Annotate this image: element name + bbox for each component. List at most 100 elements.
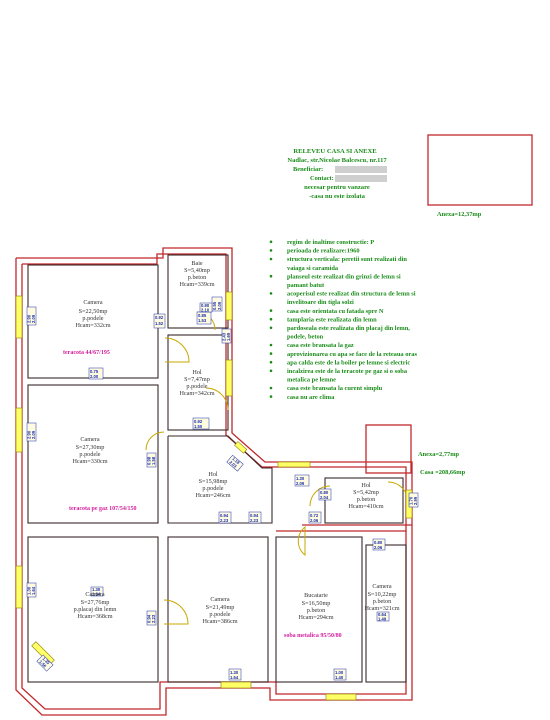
svg-text:Hcam=342cm: Hcam=342cm [179, 390, 214, 397]
stove-label: teracota 44/67/195 [63, 350, 110, 356]
dim-label: 0.921.50 [192, 417, 210, 430]
svg-text:Hcam=321cm: Hcam=321cm [364, 605, 399, 612]
svg-text:0.92: 0.92 [194, 419, 203, 424]
dim-label: 0.722.06 [308, 511, 322, 524]
note-bullet [269, 352, 273, 355]
svg-text:Hcam=410cm: Hcam=410cm [348, 503, 383, 510]
notes-list: regim de inaltime constructie: Pperioada… [269, 239, 417, 401]
room-hol-2: Hol S=15,98mp p.podele Hcam=246cm [195, 471, 230, 499]
svg-text:0.98: 0.98 [147, 456, 152, 465]
note-line: acoperisul este realizat din structura d… [287, 291, 416, 298]
note-line: structura verticala: peretii sunt realiz… [287, 256, 407, 263]
svg-text:1.64: 1.64 [31, 586, 36, 595]
dim-label: 1.001.40 [333, 668, 347, 681]
svg-text:0.90: 0.90 [201, 303, 210, 308]
svg-text:Beneficiar:: Beneficiar: [293, 166, 323, 173]
svg-text:0.55: 0.55 [212, 301, 217, 310]
svg-text:1.64: 1.64 [230, 675, 239, 680]
svg-text:Hcam=332cm: Hcam=332cm [75, 322, 110, 329]
dim-label: 0.851.53 [196, 311, 212, 325]
svg-text:1.58: 1.58 [151, 456, 156, 465]
note-line: casa nu are clima [287, 394, 335, 401]
svg-text:p.beton: p.beton [373, 598, 391, 605]
svg-text:2.06: 2.06 [310, 518, 319, 523]
svg-text:S=27,30mp: S=27,30mp [76, 444, 105, 451]
dim-label: 1.301.64 [90, 586, 104, 597]
svg-text:0.92: 0.92 [155, 315, 164, 320]
svg-text:Baie: Baie [191, 260, 203, 267]
stove-label: teracota pe gaz 107/54/150 [69, 506, 136, 512]
room-camera-2: Camera S=27,30mp p.podele Hcam=330cm [72, 436, 107, 465]
svg-text:p.podele: p.podele [79, 451, 100, 458]
svg-text:2.23: 2.23 [250, 518, 259, 523]
svg-text:RELEVEU CASA SI ANEXE: RELEVEU CASA SI ANEXE [293, 148, 377, 155]
svg-text:2.90: 2.90 [27, 314, 32, 323]
note-bullet [269, 257, 273, 261]
dim-label: 1.301.64 [228, 668, 242, 681]
svg-text:2.43: 2.43 [222, 332, 227, 341]
note-bullet [269, 249, 273, 252]
svg-text:0.80: 0.80 [374, 540, 383, 545]
note-bullet [269, 292, 273, 295]
svg-text:Hcam=246cm: Hcam=246cm [195, 492, 230, 499]
svg-text:0.64: 0.64 [378, 612, 387, 617]
svg-text:0.94: 0.94 [250, 513, 259, 518]
svg-text:1.52: 1.52 [155, 321, 164, 326]
svg-text:Bucatarie: Bucatarie [304, 592, 328, 599]
note-bullet [269, 309, 273, 312]
svg-text:p.podele: p.podele [82, 315, 103, 322]
svg-text:necesar pentru vanzare: necesar pentru vanzare [304, 184, 370, 191]
svg-text:p.podele: p.podele [202, 485, 223, 492]
note-line: regim de inaltime constructie: P [287, 239, 374, 246]
svg-text:S=16,50mp: S=16,50mp [302, 600, 331, 607]
svg-text:2.09: 2.09 [296, 481, 305, 486]
svg-text:0.94: 0.94 [220, 513, 229, 518]
svg-text:S=22,50mp: S=22,50mp [79, 308, 108, 315]
room-hol-1: Hol S=7,47mp p.podele Hcam=342cm [179, 369, 214, 397]
svg-text:Hcam=386cm: Hcam=386cm [202, 618, 237, 625]
svg-text:1.53: 1.53 [198, 318, 207, 323]
note-bullet [269, 274, 273, 278]
note-line: vaiaga si caramida [287, 265, 339, 272]
svg-text:-casa nu este izolata: -casa nu este izolata [309, 193, 366, 200]
note-line: aprovizionarea cu apa se face de la rete… [287, 351, 417, 358]
svg-text:2.99: 2.99 [413, 496, 418, 505]
annex-area-label: Anexa=12,37mp [437, 211, 482, 218]
svg-text:1.30: 1.30 [27, 586, 32, 595]
note-bullet [269, 360, 273, 364]
svg-text:Camera: Camera [372, 583, 391, 590]
note-line: metalica pe lemne [287, 377, 336, 384]
svg-text:Hcam=294cm: Hcam=294cm [298, 614, 333, 621]
svg-text:2.00: 2.00 [90, 374, 99, 379]
svg-text:Camera: Camera [83, 299, 102, 306]
svg-text:1.30: 1.30 [92, 587, 101, 592]
dim-label: 0.902.10 [199, 302, 213, 313]
svg-text:2.09: 2.09 [217, 301, 222, 310]
svg-text:0.72: 0.72 [310, 513, 319, 518]
dim-label: 1.182.03 [226, 454, 244, 472]
svg-text:Hcam=330cm: Hcam=330cm [72, 458, 107, 465]
room-camera-3: Camera S=27,76mp p.placaj din lemn Hcam=… [74, 591, 117, 620]
note-line: apa calda este de la boiler pe lemne si … [287, 359, 410, 366]
svg-text:1.64: 1.64 [92, 592, 101, 597]
redacted-block [335, 175, 387, 182]
svg-text:0.75: 0.75 [90, 369, 99, 374]
dim-label: 0.802.04 [318, 488, 332, 501]
dim-label: 0.921.52 [153, 313, 166, 329]
svg-text:2.10: 2.10 [201, 308, 210, 313]
room-hol-3: Hol S=5,42mp p.beton Hcam=410cm [348, 482, 383, 510]
svg-text:Camera: Camera [80, 436, 99, 443]
room-camera-1: Camera S=22,50mp p.podele Hcam=332cm [75, 299, 110, 329]
note-bullet [269, 395, 273, 398]
room-camera-4: Camera S=21,49mp p.podele Hcam=386cm [202, 596, 237, 625]
svg-text:2.03: 2.03 [228, 460, 238, 470]
svg-text:S=27,76mp: S=27,76mp [81, 599, 110, 606]
room-bucatarie: Bucatarie S=16,50mp p.beton Hcam=294cm [298, 592, 333, 621]
